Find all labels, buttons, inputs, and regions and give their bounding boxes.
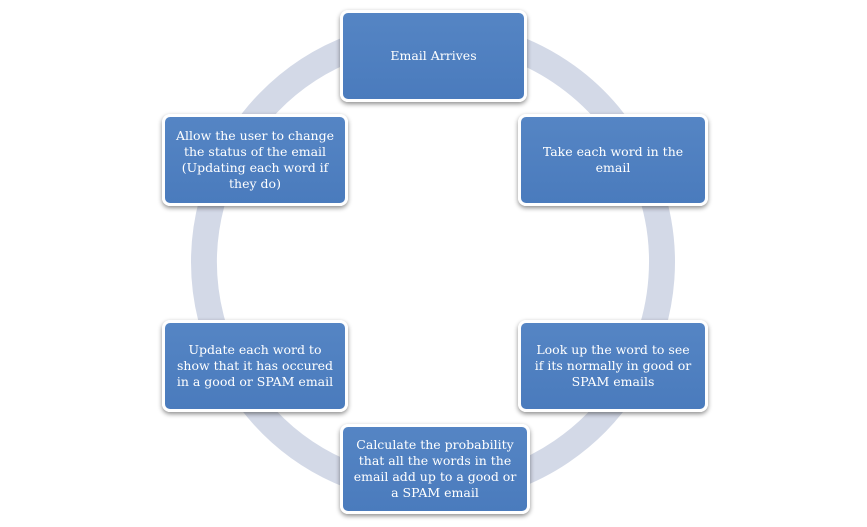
node-label: Calculate the probability that all the w… xyxy=(353,437,517,500)
node-label: Take each word in the email xyxy=(542,144,684,175)
node-label: Email Arrives xyxy=(390,48,477,63)
node-label: Look up the word to see if its normally … xyxy=(534,342,692,389)
node-look-up-word: Look up the word to see if its normally … xyxy=(518,320,708,412)
cycle-arrow-ring xyxy=(191,23,675,504)
node-email-arrives: Email Arrives xyxy=(340,10,527,102)
node-allow-user-change: Allow the user to change the status of t… xyxy=(162,114,348,206)
node-label: Allow the user to change the status of t… xyxy=(176,128,334,191)
node-calculate-probability: Calculate the probability that all the w… xyxy=(340,424,530,514)
node-update-each-word: Update each word to show that it has occ… xyxy=(162,320,348,412)
node-take-each-word: Take each word in the email xyxy=(518,114,708,206)
node-label: Update each word to show that it has occ… xyxy=(176,342,334,389)
